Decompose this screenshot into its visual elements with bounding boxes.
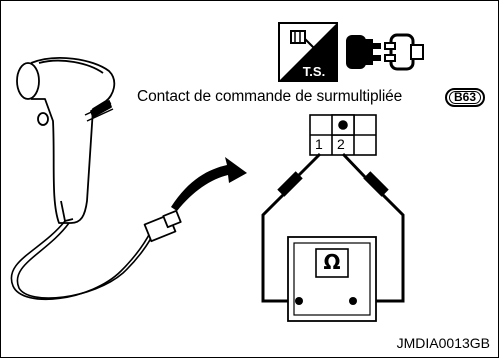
ohm-symbol: Ω (323, 250, 341, 274)
probe-tips (277, 171, 389, 197)
shift-lever-illustration (10, 57, 182, 301)
connector-badge-label: B63 (453, 90, 476, 104)
test-leads (261, 152, 405, 303)
badge-inner-ring (449, 91, 481, 104)
pin-1-label: 1 (315, 136, 323, 152)
arrow-icon (171, 157, 247, 211)
ohmmeter-icon (287, 236, 377, 322)
ts-icon-label: T.S. (303, 64, 325, 79)
connector-badge: B63 (445, 88, 485, 107)
connector-disconnect-icon (346, 33, 424, 71)
component-caption: Contact de commande de surmultipliée (137, 88, 403, 105)
harness-tester-icon (278, 22, 338, 82)
pin-2-label: 2 (337, 136, 345, 152)
document-id: JMDIA0013GB (396, 335, 490, 351)
